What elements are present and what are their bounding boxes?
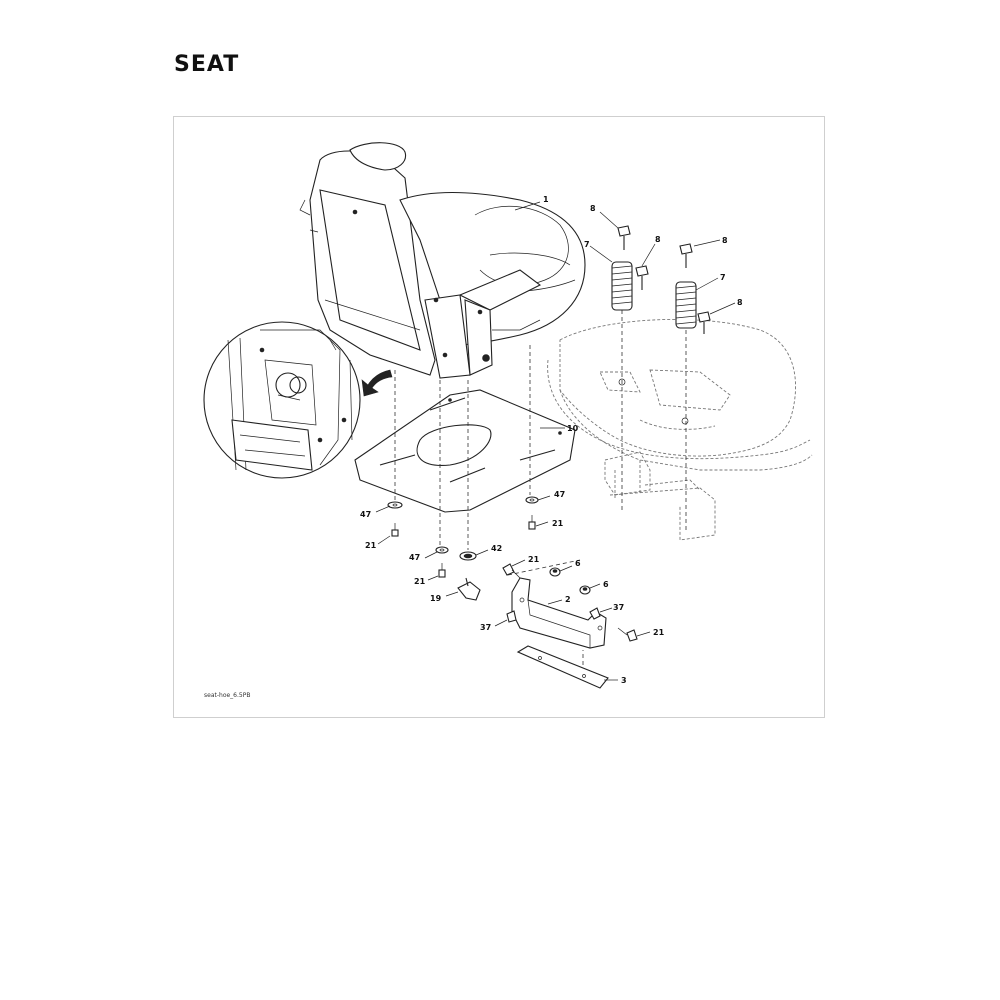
page-title: SEAT: [174, 52, 240, 77]
diagram-frame: [173, 116, 825, 718]
bolt-icon: [679, 243, 693, 268]
callout-37: 37: [480, 623, 491, 632]
spring-right: [675, 281, 697, 329]
bolt-icon: [528, 515, 536, 530]
bolt-icon: [635, 265, 649, 290]
washer-icon: [435, 546, 449, 554]
screw-icon: [506, 610, 517, 623]
spring-left: [611, 261, 633, 311]
callout-37: 37: [613, 603, 624, 612]
seat-bracket: [511, 577, 607, 649]
callout-10: 10: [567, 424, 579, 433]
callout-6: 6: [575, 559, 581, 568]
seat-strap: [516, 645, 609, 689]
callout-47: 47: [409, 553, 420, 562]
bolt-icon: [438, 563, 446, 578]
callout-21: 21: [552, 519, 564, 528]
callout-3: 3: [621, 676, 627, 685]
nut-icon: [579, 585, 591, 595]
latch-detail-inset: [203, 321, 361, 479]
seat-assembly: [299, 142, 586, 379]
bolt-icon: [697, 311, 711, 334]
callout-8: 8: [737, 298, 743, 307]
knob-icon: [457, 577, 481, 601]
arrow-icon: [361, 369, 393, 397]
fender-outline: [547, 318, 813, 471]
callout-1: 1: [543, 195, 549, 204]
bolt-icon: [617, 225, 631, 250]
callout-8: 8: [722, 236, 728, 245]
washer-icon: [387, 501, 403, 509]
callout-21: 21: [528, 555, 540, 564]
callout-8: 8: [590, 204, 596, 213]
bolt-icon: [391, 523, 399, 537]
callout-8: 8: [655, 235, 661, 244]
nut-icon: [549, 567, 561, 577]
seat-plate: [354, 389, 576, 513]
washer-icon: [525, 496, 539, 504]
callout-2: 2: [565, 595, 571, 604]
callout-21: 21: [414, 577, 426, 586]
screw-icon: [617, 627, 638, 642]
callout-42: 42: [491, 544, 502, 553]
callout-19: 19: [430, 594, 442, 603]
callout-21: 21: [365, 541, 377, 550]
callout-7: 7: [720, 273, 726, 282]
washer-icon: [459, 551, 477, 561]
callout-47: 47: [554, 490, 565, 499]
callout-7: 7: [584, 240, 590, 249]
frame-bracket: [604, 451, 716, 541]
callout-21: 21: [653, 628, 665, 637]
diagram-file-name: seat-hoe_6.5PB: [204, 692, 250, 699]
screw-icon: [502, 563, 521, 579]
callout-6: 6: [603, 580, 609, 589]
callout-47: 47: [360, 510, 371, 519]
screw-icon: [589, 607, 601, 620]
